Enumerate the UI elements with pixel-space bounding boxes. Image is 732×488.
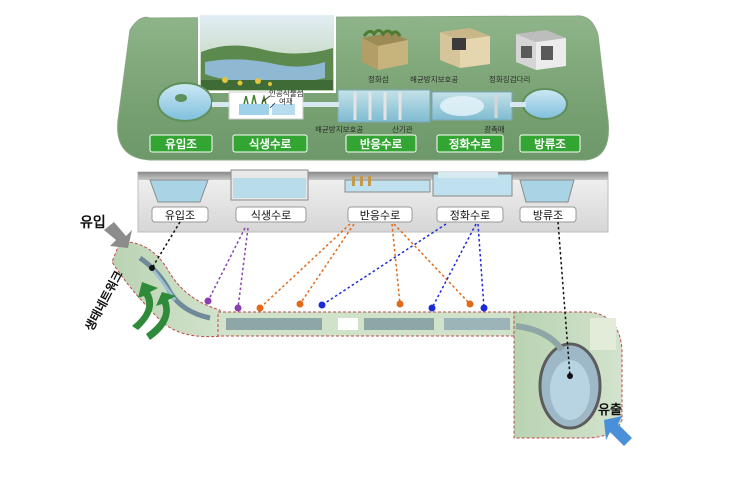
gabion-box xyxy=(516,30,566,70)
stage-section-inlet: 유입조 xyxy=(165,209,195,222)
purification-channel xyxy=(431,91,513,121)
stage-top-purification: 정화수로 xyxy=(449,137,492,151)
reaction-channel xyxy=(337,89,431,123)
algae-protection-box xyxy=(440,28,490,68)
label-media: 여재 xyxy=(279,96,293,106)
label-artificial-wetland: 인공식물섬 xyxy=(269,88,304,98)
connector-purif-3 xyxy=(477,223,485,309)
connector-inlet xyxy=(151,221,181,269)
connector-reaction-2 xyxy=(299,223,355,305)
stage-section-reaction: 반응수로 xyxy=(360,209,400,222)
stage-labels-section: 유입조 식생수로 반응수로 정화수로 방류조 xyxy=(151,206,577,223)
connectors xyxy=(151,221,571,377)
eco-network-label: 생태네트워크 xyxy=(81,268,125,334)
connector-outlet xyxy=(557,221,571,377)
connector-reaction-4 xyxy=(393,223,471,305)
stage-top-vegetation: 식생수로 xyxy=(249,137,292,151)
inlet-pond xyxy=(157,82,213,122)
connector-purif-2 xyxy=(431,223,477,309)
stage-top-reaction: 반응수로 xyxy=(360,137,403,151)
connector-purif-1 xyxy=(321,223,447,306)
label-purification-island: 정화섬 xyxy=(368,74,389,84)
wetland-photo xyxy=(198,13,336,93)
plan-view xyxy=(111,241,623,439)
stage-top-inlet: 유입조 xyxy=(165,137,197,151)
eco-network-arrow xyxy=(132,282,176,340)
connector-reaction-3 xyxy=(391,223,401,305)
label-purification-gabion: 정화징검다리 xyxy=(489,74,530,84)
label-algae-protection-bottom: 해균방지보호공 xyxy=(315,124,363,134)
outflow-label: 유출 xyxy=(598,402,622,418)
stage-section-vegetation: 식생수로 xyxy=(251,209,291,222)
top-banner: 인공식물섬 여재 정화섬 해균방지보호공 정화징검다리 해균방지보호공 산기관 … xyxy=(117,13,610,161)
purification-island-box xyxy=(362,29,408,70)
connector-reaction-1 xyxy=(259,223,351,309)
cross-section: 유입조 식생수로 반응수로 정화수로 방류조 xyxy=(137,169,609,233)
connector-dots xyxy=(149,265,573,379)
stage-top-outlet: 방류조 xyxy=(534,137,566,151)
label-aeration-pipe: 산기관 xyxy=(392,124,413,134)
connector-vegetation-1 xyxy=(207,227,246,302)
stage-section-outlet: 방류조 xyxy=(533,209,563,222)
outlet-pond xyxy=(522,88,568,120)
stage-labels-top: 유입조 식생수로 반응수로 정화수로 방류조 xyxy=(149,134,581,153)
inflow-arrow xyxy=(104,222,132,248)
label-algae-protection: 해균방지보호공 xyxy=(410,74,458,84)
inflow-label: 유입 xyxy=(80,215,106,231)
connector-vegetation-2 xyxy=(237,227,249,309)
label-catalyst: 광촉매 xyxy=(484,124,505,134)
outflow-arrow xyxy=(604,416,632,446)
stage-section-purification: 정화수로 xyxy=(450,209,490,222)
